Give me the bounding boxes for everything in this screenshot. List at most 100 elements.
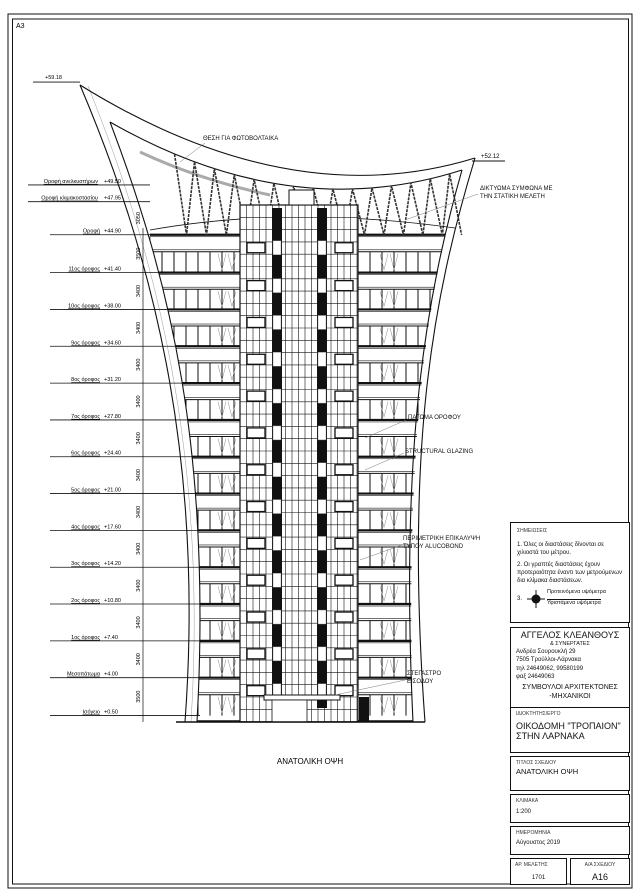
annotation-truss-2: ΤΗΝ ΣΤΑΤΙΚΗ ΜΕΛΕΤΗ [480, 194, 545, 200]
study-value: 1701 [531, 874, 546, 881]
phone: τηλ 24649062, 99580199 [516, 665, 584, 672]
note-3-existing: Υφιστάμενα υψόμετρα [547, 599, 601, 607]
annotation-roof-slab: ΠΑΤΩΜΑ ΟΡΟΦΟΥ [408, 415, 461, 421]
entrance-canopy [263, 694, 341, 701]
level-value: +14.20 [104, 561, 121, 567]
firm-name: ΑΓΓΕΛΟΣ ΚΛΕΑΝΘΟΥΣ [520, 630, 620, 640]
level-name: 11ος όροφος [69, 266, 101, 273]
project-box: ΙΔΙΟΚΤΗΤΗΣ/ΕΡΓΟ ΟΙΚΟΔΟΜΗ "ΤΡΟΠΑΙΟΝ" ΣΤΗΝ… [510, 707, 630, 753]
level-value: +4.00 [104, 672, 118, 678]
dimension-value: 3400 [136, 506, 142, 518]
level-name: Μεσοπάτωμα [67, 671, 101, 678]
scale-box: ΚΛΙΜΑΚΑ 1:200 [510, 794, 630, 823]
right-pillar-inner [408, 169, 463, 723]
level-name: Οροφή ανελκυστήρων [44, 178, 99, 185]
note-3-number: 3. [517, 596, 523, 603]
dimension-value: 3400 [136, 395, 142, 407]
dark-glazing-strip [272, 208, 282, 708]
firm-role-2: -ΜΗΧΑΝΙΚΟΙ [549, 693, 591, 701]
level-name: 2ος όροφος [71, 597, 100, 604]
level-value: +27.80 [104, 414, 121, 420]
address-1: Ανδρέα Σουρουκλή 29 [516, 649, 576, 656]
sheet-frame-outer [7, 13, 633, 889]
level-value: +10.80 [104, 598, 121, 604]
dark-glazing-strip [317, 208, 327, 708]
owner-caption: ΙΔΙΟΚΤΗΤΗΣ/ΕΡΓΟ [516, 711, 561, 717]
level-name: 7ος όροφος [71, 413, 100, 420]
level-name: Οροφή κλιμακοστασίου [41, 195, 98, 202]
study-number-box: ΑΡ. ΜΕΛΕΤΗΣ 1701 [510, 858, 567, 885]
level-value: +17.60 [104, 524, 121, 530]
dimension-value: 3400 [136, 580, 142, 592]
drawing-title-box: ΤΙΤΛΟΣ ΣΧΕΔΙΟΥ ΑΝΑΤΟΛΙΚΗ ΟΨΗ [510, 756, 630, 791]
firm-box: ΑΓΓΕΛΟΣ ΚΛΕΑΝΘΟΥΣ & ΣΥΝΕΡΓΑΤΕΣ Ανδρέα Σο… [510, 627, 630, 711]
notes-box: ΣΗΜΕΙΩΣΕΙΣ 1. Όλες οι διαστάσεις δίνοντα… [510, 522, 630, 623]
level-name: 1ος όροφος [71, 634, 100, 641]
level-name: Ισόγειο [83, 709, 100, 716]
level-name: 4ος όροφος [71, 523, 100, 530]
level-name: 5ος όροφος [71, 487, 100, 494]
level-value: +44.90 [104, 229, 121, 235]
left-pillar-inner [109, 121, 201, 723]
central-tower [239, 189, 369, 723]
level-name: 9ος όροφος [71, 339, 100, 346]
level-value: +41.40 [104, 267, 121, 273]
note-2: 2. Οι γραπτές διαστάσεις έχουν προτεραιό… [517, 561, 622, 585]
sheet-number-box: Α/Α ΣΧΕΔΙΟΥ A16 [570, 858, 630, 885]
annotation-canopy-1: ΣΤΕΓΑΣΤΡΟ [407, 671, 442, 677]
dimension-value: 3400 [136, 653, 142, 665]
drawing-title: ΑΝΑΤΟΛΙΚΗ ΟΨΗ [277, 757, 343, 766]
level-value: +47.95 [104, 196, 121, 202]
level-value: +34.60 [104, 340, 121, 346]
sheet-frame-inner [12, 18, 629, 885]
sheet-size-label: A3 [16, 23, 25, 30]
level-value: +38.00 [104, 303, 121, 309]
date-box: ΗΜΕΡΟΜΗΝΙΑ Αύγουστος 2019 [510, 826, 630, 855]
project-line-2: ΣΤΗΝ ΛΑΡΝΑΚΑ [516, 730, 585, 741]
photovoltaic-panels [139, 150, 271, 197]
left-pillar-outer [79, 84, 190, 723]
annotations: ΘΕΣΗ ΓΙΑ ΦΩΤΟΒΟΛΤΑΙΚΑ ΔΙΚΤΥΩΜΑ ΣΥΜΦΩΝΑ Μ… [179, 136, 553, 696]
dimension-value: 3400 [136, 432, 142, 444]
dimension-value: 3400 [136, 359, 142, 371]
dimension-value: 3400 [136, 469, 142, 481]
right-level-value: +52.12 [481, 154, 500, 160]
dimension-value: 3400 [136, 285, 142, 297]
dimension-value: 3400 [136, 322, 142, 334]
title-caption: ΤΙΤΛΟΣ ΣΧΕΔΙΟΥ [516, 760, 557, 766]
study-caption: ΑΡ. ΜΕΛΕΤΗΣ [515, 862, 548, 868]
firm-sub: & ΣΥΝΕΡΓΑΤΕΣ [550, 640, 590, 647]
annotation-canopy-2: ΕΙΣΟΔΟΥ [407, 679, 433, 685]
level-symbol-icon [527, 590, 545, 609]
dimension-value: 3400 [136, 543, 142, 555]
firm-role-1: ΣΥΜΒΟΥΛΟΙ ΑΡΧΙΤΕΚΤΟΝΕΣ [522, 683, 618, 691]
date-caption: ΗΜΕΡΟΜΗΝΙΑ [516, 830, 551, 836]
address-2: 7505 Τρούλλοι-Λάρνακα [516, 657, 581, 664]
project-line-1: ΟΙΚΟΔΟΜΗ "ΤΡΟΠΑΙΟΝ" [516, 720, 621, 731]
title-value: ΑΝΑΤΟΛΙΚΗ ΟΨΗ [516, 766, 579, 776]
level-value: +59.18 [45, 75, 62, 81]
dimension-value: 3050 [136, 212, 142, 224]
date-value: Αύγουστος 2019 [516, 839, 561, 846]
dimension-value: 3400 [136, 616, 142, 628]
roof-shell [79, 84, 476, 197]
scale-value: 1:200 [516, 808, 532, 815]
annotation-truss-1: ΔΙΚΤΥΩΜΑ ΣΥΜΦΩΝΑ ΜΕ [480, 186, 553, 192]
annotation-photovoltaics: ΘΕΣΗ ΓΙΑ ΦΩΤΟΒΟΛΤΑΙΚΑ [203, 136, 278, 142]
level-value: +21.00 [104, 488, 121, 494]
level-value: +0.50 [104, 710, 118, 716]
level-name: 10ος όροφος [68, 302, 100, 309]
scale-caption: ΚΛΙΜΑΚΑ [516, 798, 539, 804]
annotation-glazing: STRUCTURAL GLAZING [405, 449, 473, 455]
level-name: 6ος όροφος [71, 450, 100, 457]
level-name: 3ος όροφος [71, 560, 100, 567]
level-value: +7.40 [104, 635, 118, 641]
dimension-value: 3500 [136, 248, 142, 260]
level-value: +31.20 [104, 377, 121, 383]
level-value: +49.50 [104, 179, 121, 185]
note-1: 1. Όλες οι διαστάσεις δίνονται σε χιλιοσ… [517, 541, 604, 556]
sheet-value: A16 [591, 871, 608, 882]
notes-title: ΣΗΜΕΙΩΣΕΙΣ [517, 528, 548, 534]
